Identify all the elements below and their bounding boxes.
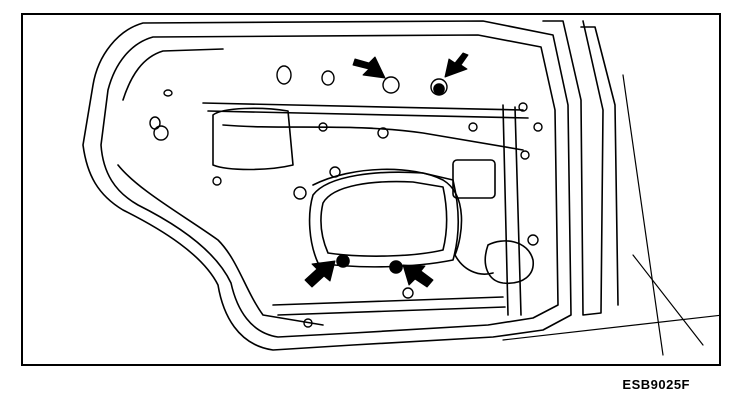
body-pillar-line-2 xyxy=(632,254,704,346)
indicator-arrows xyxy=(304,52,469,288)
window-frame-back xyxy=(580,26,619,306)
door-outer-shell xyxy=(82,20,572,351)
lock-bracket xyxy=(452,159,496,199)
body-sill-line xyxy=(502,314,719,341)
center-opening xyxy=(320,180,448,257)
upper-left-opening xyxy=(212,107,294,171)
door-inner-shell xyxy=(100,34,559,338)
arrow-bottom-right xyxy=(402,264,434,288)
figure-code-caption: ESB9025F xyxy=(622,377,690,392)
door-edge-line xyxy=(122,48,224,101)
window-frame-front xyxy=(542,20,604,316)
inner-rail-right-2 xyxy=(514,106,522,316)
cable-upper xyxy=(222,124,524,151)
upper-rail-2 xyxy=(207,110,529,119)
arrow-top-right xyxy=(444,52,469,78)
lower-trim-line-2 xyxy=(277,306,506,316)
filled-plugs xyxy=(336,83,445,274)
upper-rail xyxy=(202,102,524,111)
body-pillar-line xyxy=(622,74,664,356)
cable-loop xyxy=(312,168,494,275)
door-rim-line xyxy=(117,164,324,326)
figure-frame xyxy=(21,13,721,366)
fastener-holes xyxy=(149,65,543,328)
door-panel-drawing xyxy=(82,20,719,356)
lock-plate xyxy=(484,240,534,285)
center-opening-rim xyxy=(308,171,460,268)
arrow-bottom-left xyxy=(304,260,336,288)
lower-trim-line xyxy=(272,296,504,306)
inner-rail-right xyxy=(502,104,509,316)
arrow-top-left xyxy=(352,56,386,79)
